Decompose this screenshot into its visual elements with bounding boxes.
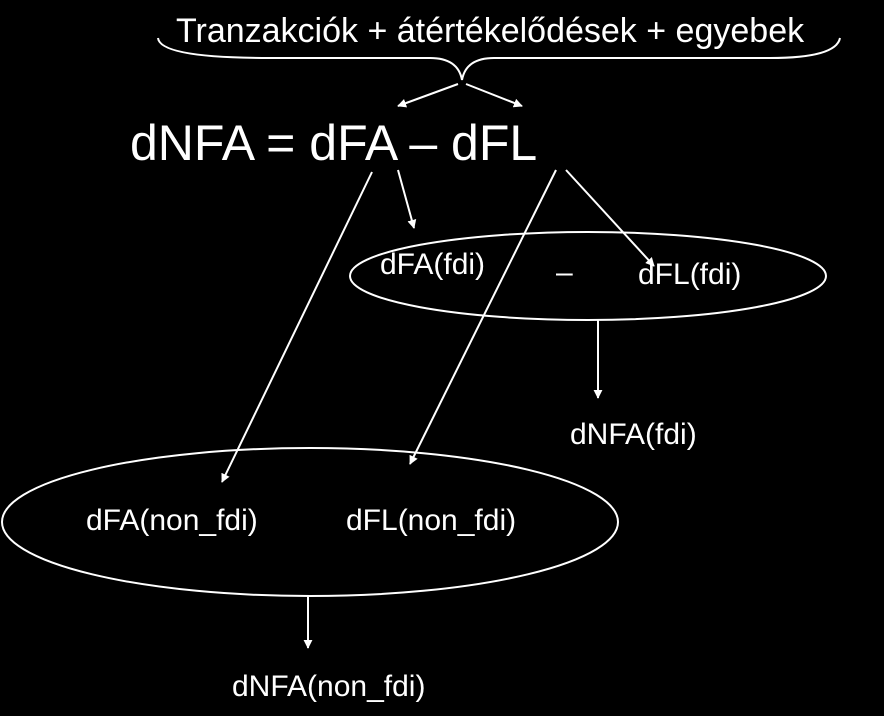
- dfl-to-non-fdi-arrow: [409, 169, 557, 465]
- dfa-to-non-fdi-arrow: [221, 171, 373, 483]
- non-fdi-right-term: dFL(non_fdi): [346, 504, 517, 537]
- fdi-ellipse: [349, 231, 827, 321]
- dfa-to-fdi-arrow: [397, 169, 417, 229]
- header-text: Tranzakciók + átértékelődések + egyebek: [176, 12, 805, 50]
- fdi-left-term: dFA(fdi): [380, 248, 486, 281]
- brace-arrow-left: [397, 83, 459, 108]
- fdi-result: dNFA(fdi): [570, 418, 697, 451]
- fdi-operator: –: [556, 256, 573, 289]
- brace-arrow-right: [465, 83, 523, 108]
- non-fdi-ellipse: [1, 447, 619, 597]
- dfl-to-fdi-arrow: [565, 169, 655, 267]
- non-fdi-left-term: dFA(non_fdi): [86, 504, 258, 537]
- non-fdi-result: dNFA(non_fdi): [232, 670, 426, 703]
- equation: dNFA = dFA – dFL: [130, 115, 538, 171]
- header-brace: [157, 37, 841, 81]
- fdi-right-term: dFL(fdi): [638, 258, 742, 291]
